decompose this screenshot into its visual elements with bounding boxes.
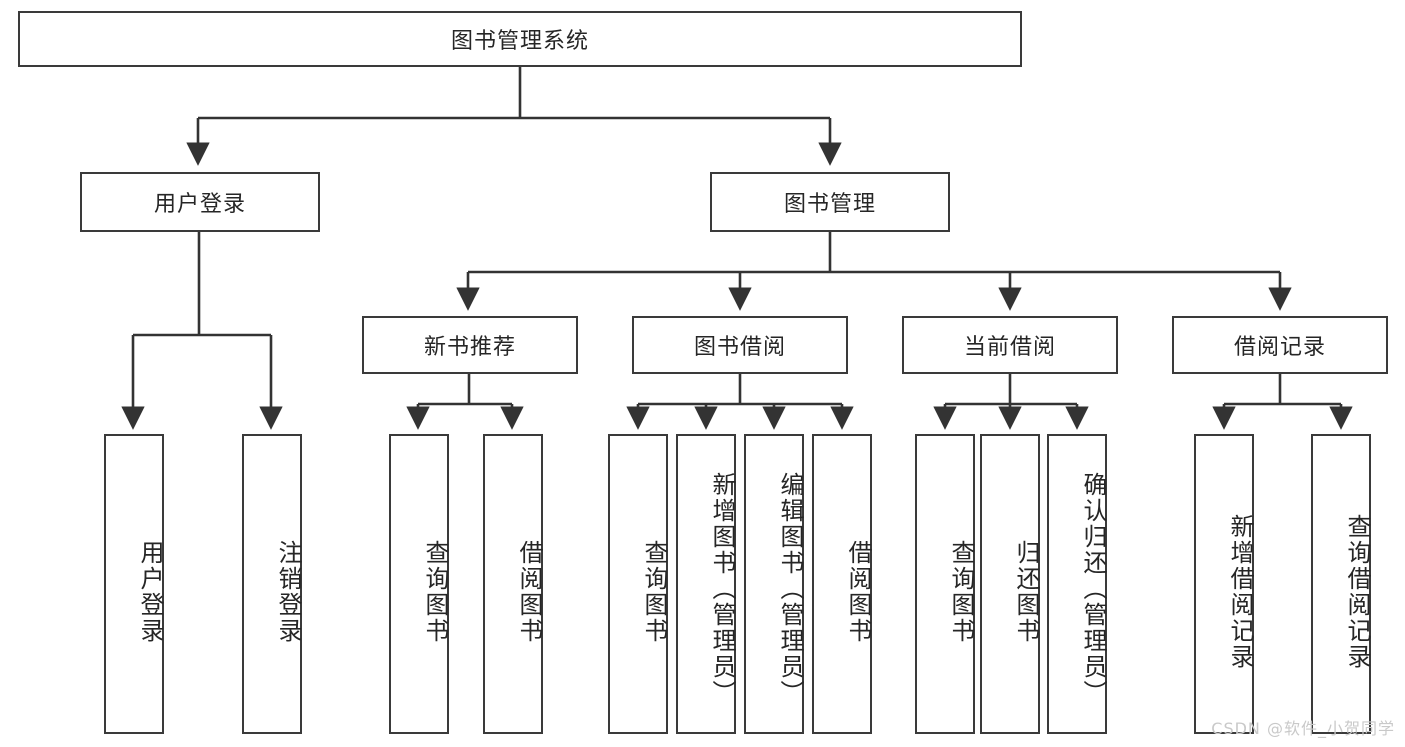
- node-label: 新书推荐: [423, 335, 516, 360]
- node-leaf-user-logout[interactable]: 注销登录: [242, 434, 302, 734]
- node-book-management[interactable]: 图书管理: [710, 172, 950, 232]
- node-label: 查询图书: [640, 540, 668, 644]
- node-leaf-borrow-edit-book[interactable]: 编辑图书（管理员）: [744, 434, 804, 734]
- watermark-csdn: CSDN @软件_小贺同学: [1211, 719, 1395, 738]
- node-label: 用户登录: [153, 192, 246, 217]
- node-leaf-rec-query-record[interactable]: 查询借阅记录: [1311, 434, 1371, 734]
- node-leaf-user-login[interactable]: 用户登录: [104, 434, 164, 734]
- node-label: 查询图书: [947, 540, 975, 644]
- node-label: 借阅图书: [844, 540, 872, 644]
- node-label: 借阅记录: [1233, 335, 1326, 360]
- node-label: 用户登录: [136, 540, 164, 644]
- node-label: 图书借阅: [693, 335, 786, 360]
- node-label: 查询借阅记录: [1343, 514, 1371, 670]
- node-new-book-recommendation[interactable]: 新书推荐: [362, 316, 578, 374]
- node-leaf-cur-confirm-return[interactable]: 确认归还（管理员）: [1047, 434, 1107, 734]
- node-root-book-management-system[interactable]: 图书管理系统: [18, 11, 1022, 67]
- node-label: 当前借阅: [963, 335, 1056, 360]
- node-label: 图书管理: [783, 192, 876, 217]
- node-label: 归还图书: [1012, 540, 1040, 644]
- node-label: 新增借阅记录: [1226, 514, 1254, 670]
- node-leaf-cur-query-book[interactable]: 查询图书: [915, 434, 975, 734]
- node-leaf-rec-add-record[interactable]: 新增借阅记录: [1194, 434, 1254, 734]
- node-label: 确认归还（管理员）: [1079, 472, 1107, 706]
- node-leaf-rec-borrow-book[interactable]: 借阅图书: [483, 434, 543, 734]
- node-current-borrowing[interactable]: 当前借阅: [902, 316, 1118, 374]
- node-label: 新增图书（管理员）: [708, 472, 736, 706]
- node-leaf-rec-query-book[interactable]: 查询图书: [389, 434, 449, 734]
- node-book-borrowing[interactable]: 图书借阅: [632, 316, 848, 374]
- node-label: 编辑图书（管理员）: [776, 472, 804, 706]
- node-label: 图书管理系统: [450, 29, 589, 54]
- node-leaf-borrow-add-book[interactable]: 新增图书（管理员）: [676, 434, 736, 734]
- node-label: 借阅图书: [515, 540, 543, 644]
- node-borrowing-records[interactable]: 借阅记录: [1172, 316, 1388, 374]
- node-leaf-borrow-query-book[interactable]: 查询图书: [608, 434, 668, 734]
- node-label: 注销登录: [274, 540, 302, 644]
- node-leaf-borrow-borrow-book[interactable]: 借阅图书: [812, 434, 872, 734]
- node-label: 查询图书: [421, 540, 449, 644]
- node-user-login[interactable]: 用户登录: [80, 172, 320, 232]
- node-leaf-cur-return-book[interactable]: 归还图书: [980, 434, 1040, 734]
